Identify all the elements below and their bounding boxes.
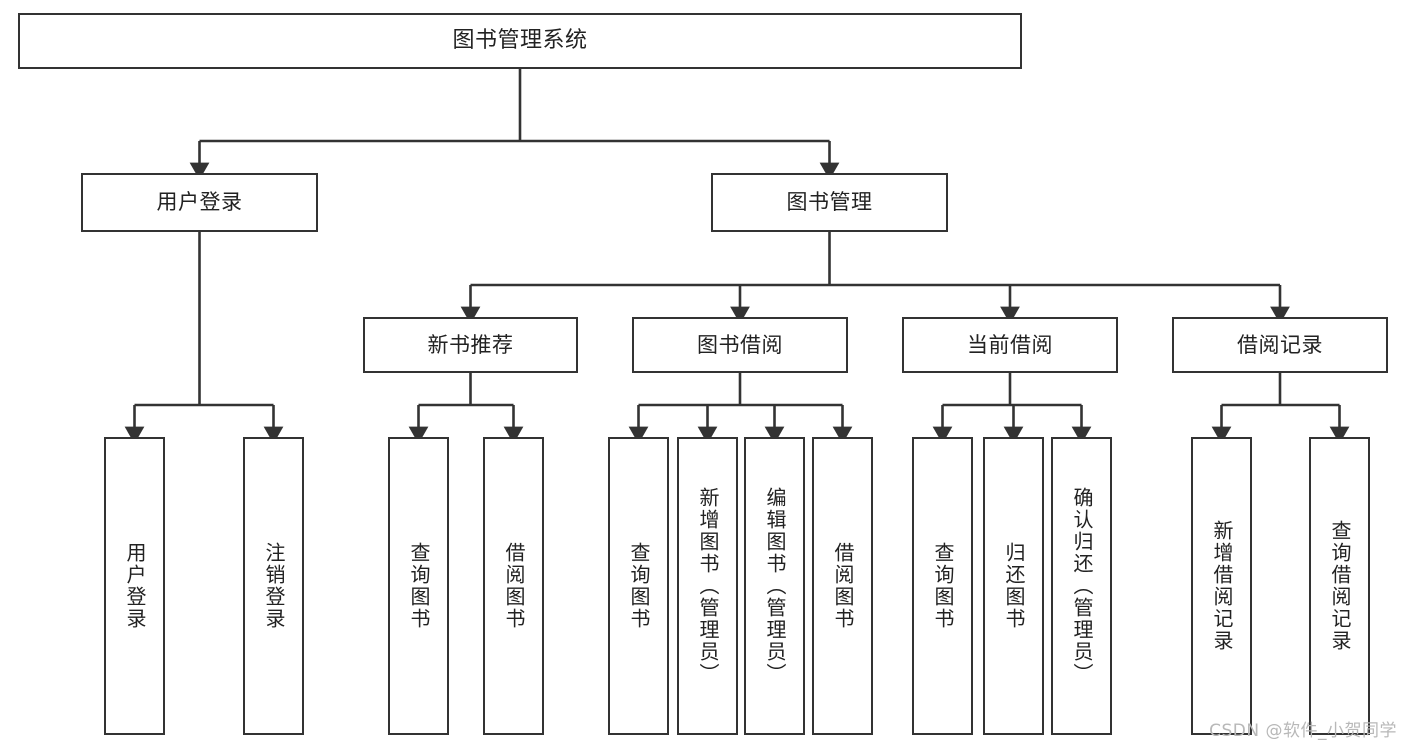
node-label: 借阅图书: [831, 542, 855, 630]
node-label: 确认归还（管理员）: [1070, 487, 1094, 685]
node-root[interactable]: 图书管理系统: [18, 13, 1022, 69]
node-label: 图书管理系统: [452, 28, 588, 54]
node-label: 查询借阅记录: [1328, 520, 1352, 652]
node-label: 新增借阅记录: [1210, 520, 1234, 652]
node-current[interactable]: 当前借阅: [902, 317, 1118, 373]
node-leaf_cu3[interactable]: 确认归还（管理员）: [1051, 437, 1112, 735]
node-leaf_nb1[interactable]: 查询图书: [388, 437, 449, 735]
node-label: 当前借阅: [967, 332, 1053, 357]
node-label: 图书管理: [786, 190, 873, 215]
connector-group: [124, 69, 1350, 444]
node-label: 注销登录: [262, 542, 286, 630]
node-leaf_rc1[interactable]: 新增借阅记录: [1191, 437, 1252, 735]
node-leaf_br2[interactable]: 新增图书（管理员）: [677, 437, 738, 735]
node-label: 图书借阅: [697, 332, 783, 357]
node-label: 借阅图书: [502, 542, 526, 630]
node-leaf_login1[interactable]: 用户登录: [104, 437, 165, 735]
node-leaf_br1[interactable]: 查询图书: [608, 437, 669, 735]
node-label: 新书推荐: [427, 332, 514, 357]
node-label: 查询图书: [627, 542, 651, 630]
node-leaf_nb2[interactable]: 借阅图书: [483, 437, 544, 735]
node-newbook[interactable]: 新书推荐: [363, 317, 578, 373]
node-label: 查询图书: [931, 542, 955, 630]
node-records[interactable]: 借阅记录: [1172, 317, 1388, 373]
node-label: 借阅记录: [1237, 332, 1323, 357]
node-login[interactable]: 用户登录: [81, 173, 318, 232]
node-label: 编辑图书（管理员）: [763, 487, 787, 685]
node-leaf_cu1[interactable]: 查询图书: [912, 437, 973, 735]
node-bookmgmt[interactable]: 图书管理: [711, 173, 948, 232]
node-leaf_rc2[interactable]: 查询借阅记录: [1309, 437, 1370, 735]
node-label: 用户登录: [123, 542, 147, 630]
node-label: 新增图书（管理员）: [696, 487, 720, 685]
node-leaf_br4[interactable]: 借阅图书: [812, 437, 873, 735]
node-borrow[interactable]: 图书借阅: [632, 317, 848, 373]
node-leaf_login2[interactable]: 注销登录: [243, 437, 304, 735]
node-leaf_cu2[interactable]: 归还图书: [983, 437, 1044, 735]
node-label: 查询图书: [407, 542, 431, 630]
node-label: 归还图书: [1002, 542, 1026, 630]
node-leaf_br3[interactable]: 编辑图书（管理员）: [744, 437, 805, 735]
node-label: 用户登录: [156, 190, 243, 215]
